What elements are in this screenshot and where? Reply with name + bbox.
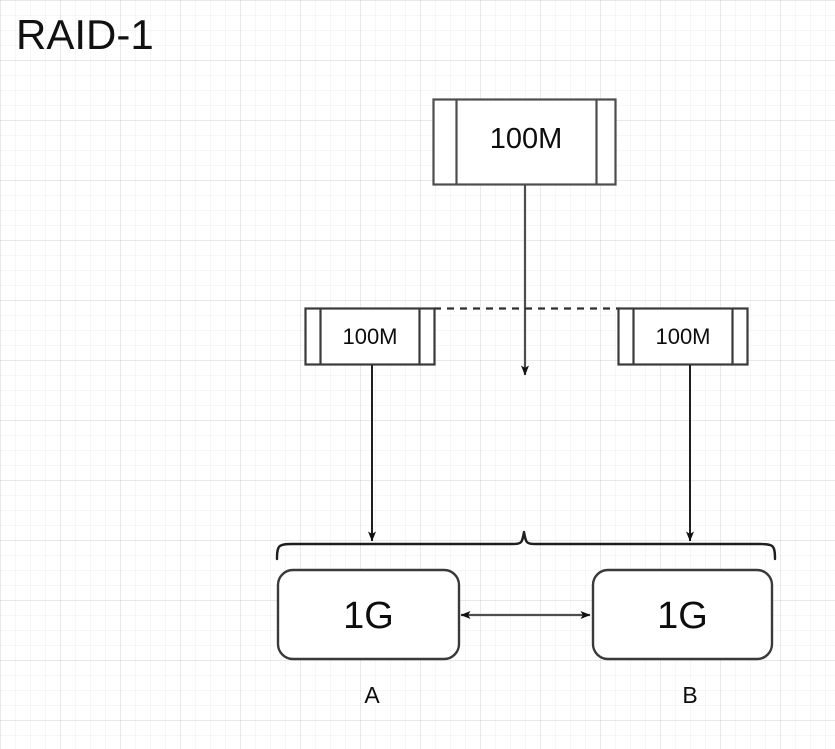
node-disk-b[interactable] xyxy=(591,568,774,661)
top-tape-body xyxy=(432,98,617,186)
node-top-tape[interactable] xyxy=(432,98,617,186)
mirror-right-body xyxy=(617,307,749,366)
node-mirror-left[interactable] xyxy=(304,307,436,366)
node-mirror-right[interactable] xyxy=(617,307,749,366)
mirror-left-body xyxy=(304,307,436,366)
disk-group-brace xyxy=(275,530,777,561)
page-title: RAID-1 xyxy=(16,11,154,58)
node-disk-a[interactable] xyxy=(276,568,461,661)
